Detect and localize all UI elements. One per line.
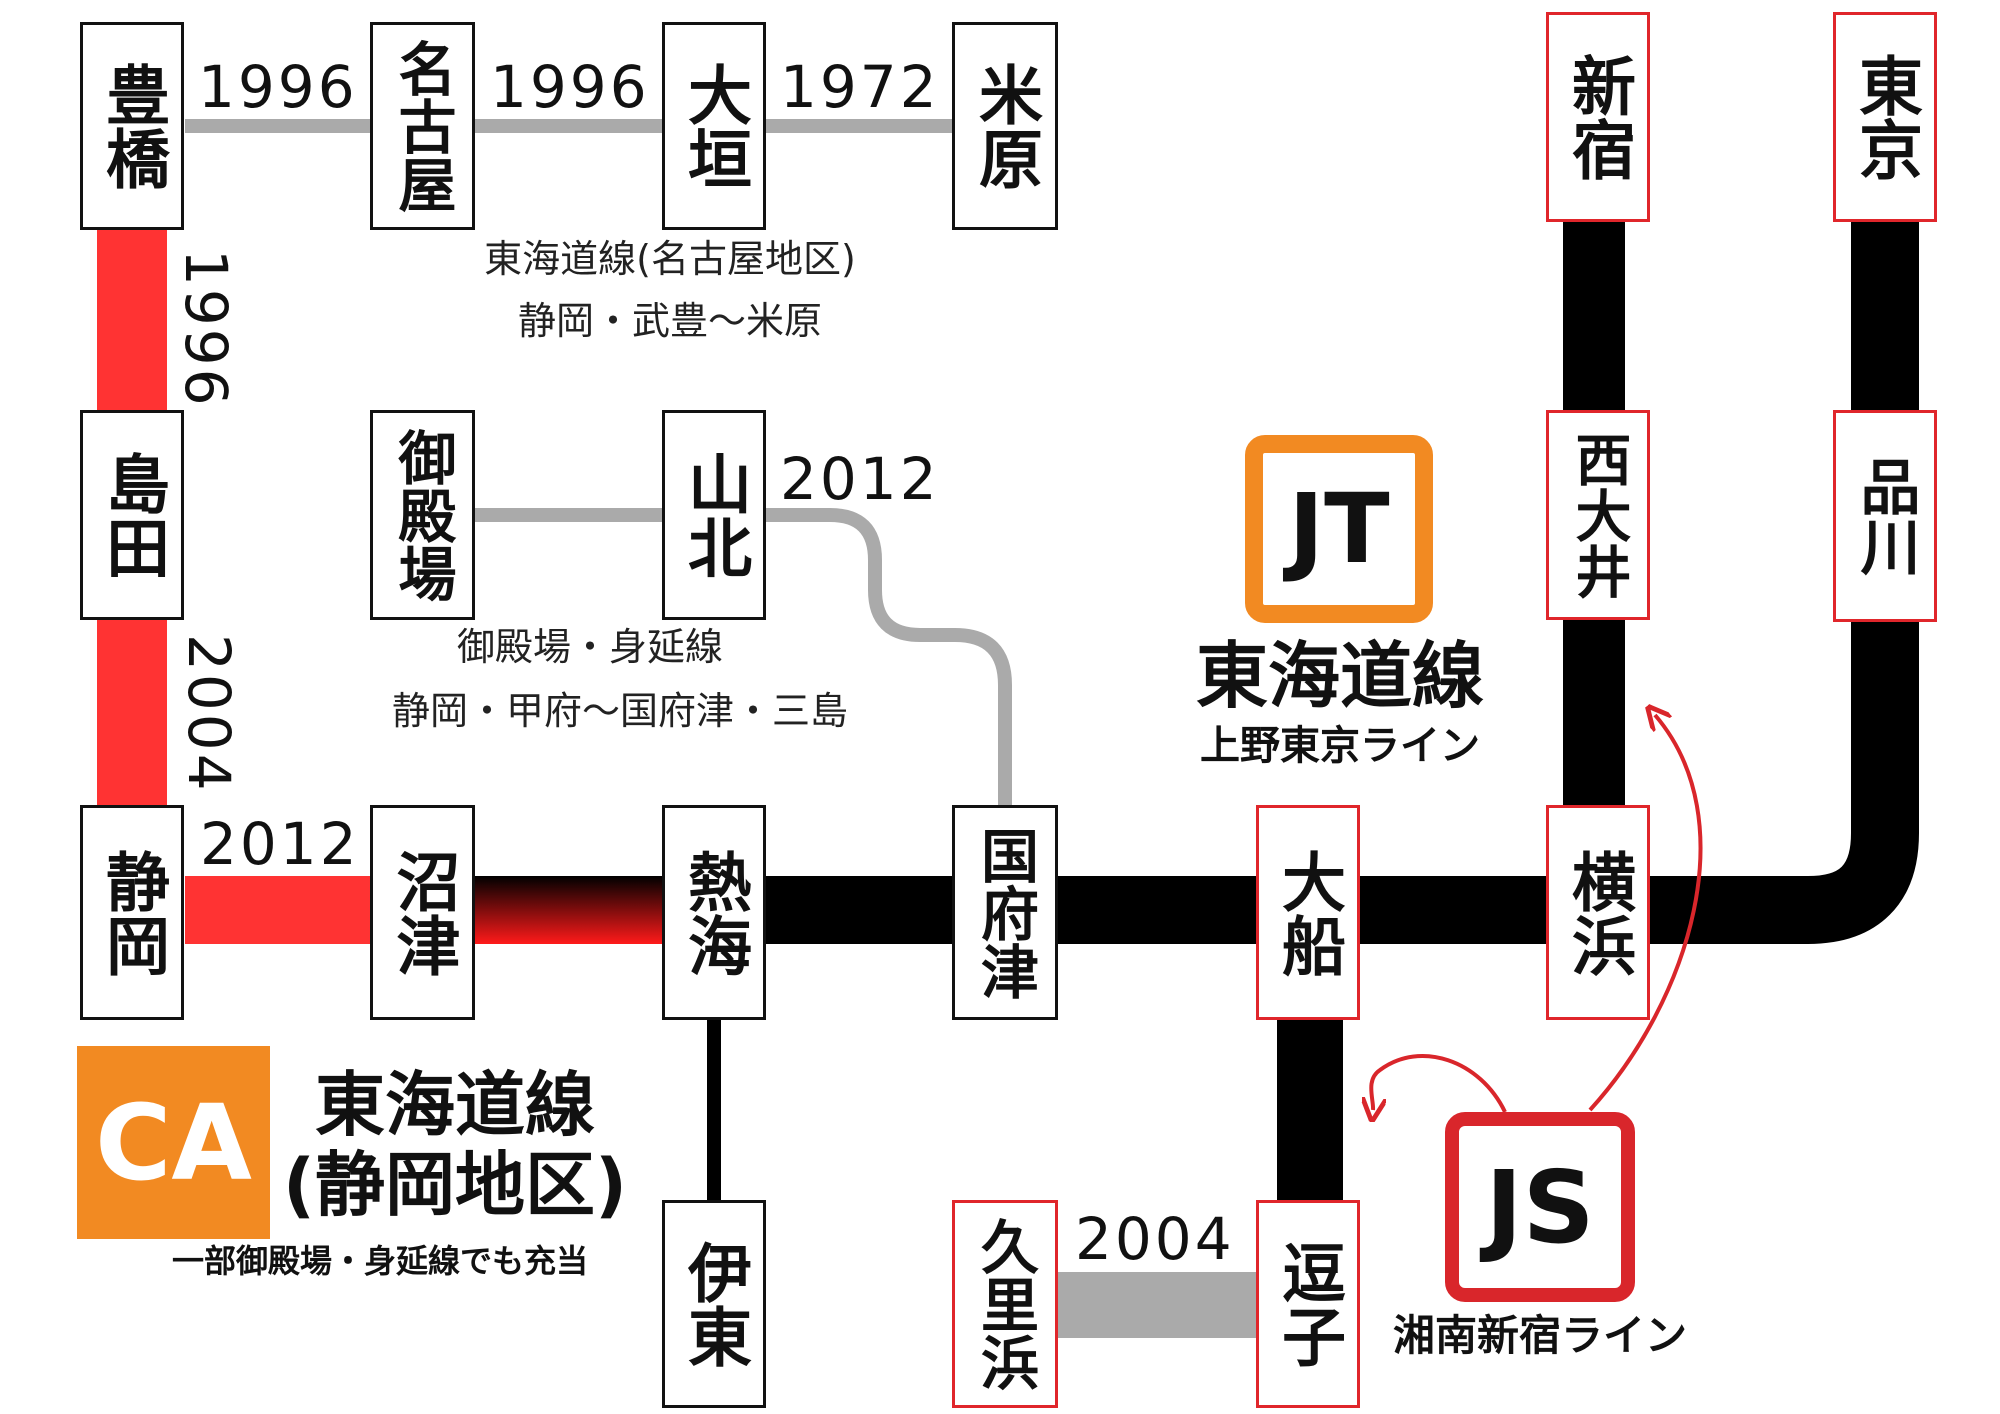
station-name: 逗子 (1271, 1240, 1345, 1368)
js-arrow-to-shinjuku-line (1588, 715, 1703, 1112)
station-kurihama: 久里浜 (952, 1200, 1058, 1408)
year-toyohashi-nagoya: 1996 (198, 53, 358, 121)
station-name: 大垣 (677, 62, 751, 190)
station-name: 山北 (677, 451, 751, 579)
station-shinjuku: 新宿 (1546, 12, 1650, 222)
station-kozu: 国府津 (952, 805, 1058, 1020)
station-atami: 熱海 (662, 805, 766, 1020)
station-name: 沼津 (385, 848, 460, 977)
station-ofuna: 大船 (1256, 805, 1360, 1020)
line-toyohashi-shimada (97, 230, 167, 410)
note-gotemba-line-1: 御殿場・身延線 (456, 625, 723, 669)
year-shizuoka-numazu: 2012 (200, 810, 360, 878)
year-shimada-shizuoka: 2004 (175, 634, 243, 794)
station-ogaki: 大垣 (662, 22, 766, 230)
ca-line-name-1: 東海道線 (315, 1064, 595, 1146)
jt-line-badge: JT (1245, 435, 1433, 623)
jt-line-name: 東海道線 (1195, 634, 1484, 718)
line-kurihama-zushi (1058, 1272, 1256, 1338)
station-shinagawa: 品川 (1833, 410, 1937, 622)
line-atami-kozu (766, 876, 952, 944)
line-yamakita-kozu (766, 508, 1012, 805)
jt-code: JT (1288, 473, 1390, 585)
year-yamakita-kozu: 2012 (780, 445, 940, 513)
station-yamakita: 山北 (662, 410, 766, 620)
line-ofuna-yokohama (1360, 876, 1546, 944)
station-name: 伊東 (677, 1240, 751, 1368)
station-name: 大船 (1271, 848, 1345, 977)
station-name: 豊橋 (95, 62, 169, 190)
js-line-badge: JS (1445, 1112, 1635, 1302)
station-name: 東京 (1848, 53, 1922, 181)
station-shizuoka: 静岡 (80, 805, 184, 1020)
year-toyohashi-shimada: 1996 (172, 249, 240, 409)
station-name: 国府津 (971, 825, 1039, 1000)
note-nagoya-area-1: 東海道線(名古屋地区) (484, 237, 856, 281)
ca-line-badge: CA (77, 1046, 270, 1239)
line-shizuoka-numazu (185, 876, 370, 944)
js-arrow-to-ofuna-zushi (1371, 1054, 1507, 1112)
ca-line-name-2: (静岡地区) (283, 1144, 627, 1226)
line-kozu-ofuna (1058, 876, 1256, 944)
station-name: 熱海 (677, 848, 751, 977)
station-yokohama: 横浜 (1546, 805, 1650, 1020)
station-toyohashi: 豊橋 (80, 22, 184, 230)
year-kurihama-zushi: 2004 (1075, 1205, 1235, 1273)
line-yokohama-tokyo (1650, 622, 1919, 944)
station-name: 米原 (968, 62, 1042, 190)
station-name: 名古屋 (388, 39, 457, 213)
ca-code: CA (95, 1081, 252, 1204)
station-gotemba: 御殿場 (370, 410, 475, 620)
ca-line-note: 一部御殿場・身延線でも充当 (171, 1242, 588, 1280)
station-name: 島田 (95, 451, 169, 579)
line-tokyo-shinagawa (1851, 222, 1919, 410)
station-name: 新宿 (1561, 53, 1635, 181)
station-name: 横浜 (1561, 848, 1635, 977)
station-shimada: 島田 (80, 410, 184, 620)
year-nagoya-ogaki: 1996 (490, 53, 650, 121)
station-nishioi: 西大井 (1546, 410, 1650, 620)
line-shinjuku-nishioi (1563, 222, 1625, 410)
station-ito: 伊東 (662, 1200, 766, 1408)
station-name: 静岡 (95, 848, 169, 977)
station-name: 御殿場 (388, 428, 457, 602)
js-code: JS (1485, 1148, 1595, 1266)
line-ofuna-zushi (1277, 1020, 1343, 1200)
line-nishioi-yokohama (1563, 620, 1625, 805)
station-tokyo: 東京 (1833, 12, 1937, 222)
station-name: 品川 (1850, 456, 1920, 576)
station-name: 西大井 (1566, 431, 1631, 599)
station-name: 久里浜 (971, 1217, 1039, 1391)
js-line-name: 湘南新宿ライン (1392, 1311, 1687, 1360)
year-ogaki-maibara: 1972 (780, 53, 940, 121)
line-numazu-atami (475, 876, 662, 944)
station-nagoya: 名古屋 (370, 22, 475, 230)
note-nagoya-area-2: 静岡・武豊〜米原 (517, 299, 822, 343)
station-numazu: 沼津 (370, 805, 475, 1020)
jt-line-subname: 上野東京ライン (1200, 723, 1480, 769)
station-zushi: 逗子 (1256, 1200, 1360, 1408)
station-maibara: 米原 (952, 22, 1058, 230)
line-shimada-shizuoka (97, 620, 167, 805)
note-gotemba-line-2: 静岡・甲府〜国府津・三島 (391, 689, 848, 733)
